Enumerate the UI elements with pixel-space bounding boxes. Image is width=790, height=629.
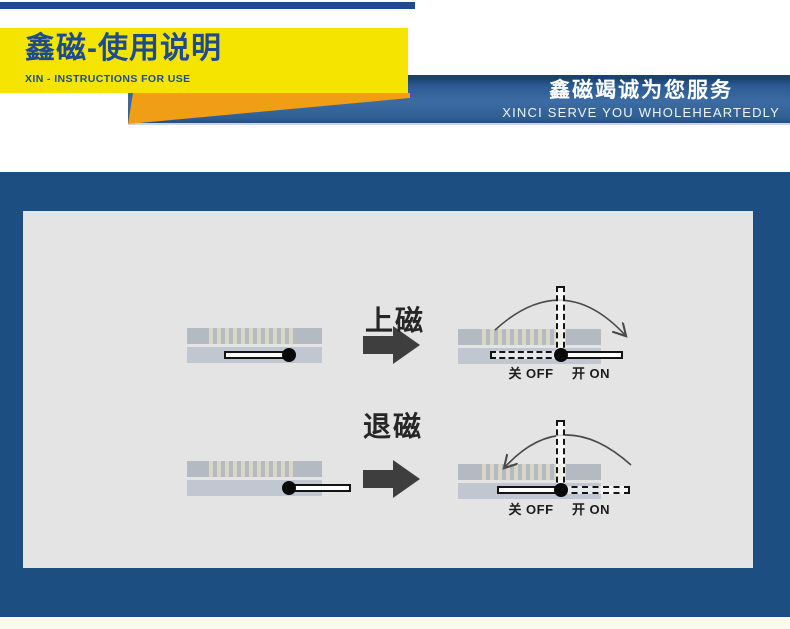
lever-vertical-dashed bbox=[556, 286, 565, 357]
magnet-pole-stripes bbox=[209, 461, 297, 477]
step-label-demagnetize: 退磁 bbox=[362, 411, 423, 442]
magnet-pole-stripes bbox=[209, 328, 297, 344]
page-title: 鑫磁-使用说明 bbox=[25, 32, 222, 65]
service-banner-subtitle: XINCI SERVE YOU WHOLEHEARTEDLY bbox=[502, 105, 780, 120]
lever-handle-dashed-on bbox=[561, 486, 630, 494]
page-subtitle: XIN - INSTRUCTIONS FOR USE bbox=[25, 73, 191, 85]
on-position-label: 开 ON bbox=[571, 366, 611, 381]
off-position-label: 关 OFF bbox=[508, 366, 554, 381]
lever-handle-solid-on bbox=[561, 351, 623, 359]
lever-pivot-knob bbox=[282, 348, 296, 362]
lever-handle-solid bbox=[289, 484, 351, 492]
lever-handle-solid bbox=[224, 351, 289, 359]
on-position-label: 开 ON bbox=[571, 502, 611, 517]
instruction-frame: 上磁 bbox=[0, 172, 790, 617]
lever-handle-solid-off bbox=[497, 486, 561, 494]
instruction-panel: 上磁 bbox=[23, 211, 753, 568]
title-banner: 鑫磁-使用说明 XIN - INSTRUCTIONS FOR USE bbox=[0, 28, 408, 93]
lever-pivot-knob bbox=[554, 483, 568, 497]
lever-vertical-dashed bbox=[556, 420, 565, 492]
lever-pivot-knob bbox=[282, 481, 296, 495]
service-banner-title: 鑫磁竭诚为您服务 bbox=[549, 79, 734, 102]
step-arrow-right-icon bbox=[363, 460, 420, 498]
lever-handle-dashed-off bbox=[490, 351, 561, 359]
magnet-pole-stripes bbox=[482, 329, 570, 345]
chuck-top-plate bbox=[458, 329, 601, 345]
service-banner-text: 鑫磁竭诚为您服务 XINCI SERVE YOU WHOLEHEARTEDLY bbox=[502, 78, 780, 121]
chuck-top-plate bbox=[187, 461, 322, 477]
chuck-top-plate bbox=[187, 328, 322, 344]
step-label-magnetize: 上磁 bbox=[364, 305, 425, 336]
step-arrow-right-icon bbox=[363, 326, 420, 364]
lever-pivot-knob bbox=[554, 348, 568, 362]
off-position-label: 关 OFF bbox=[508, 502, 554, 517]
top-accent-bar bbox=[0, 2, 415, 9]
bottom-strip bbox=[0, 617, 790, 629]
swing-arc-left-icon bbox=[493, 434, 632, 486]
